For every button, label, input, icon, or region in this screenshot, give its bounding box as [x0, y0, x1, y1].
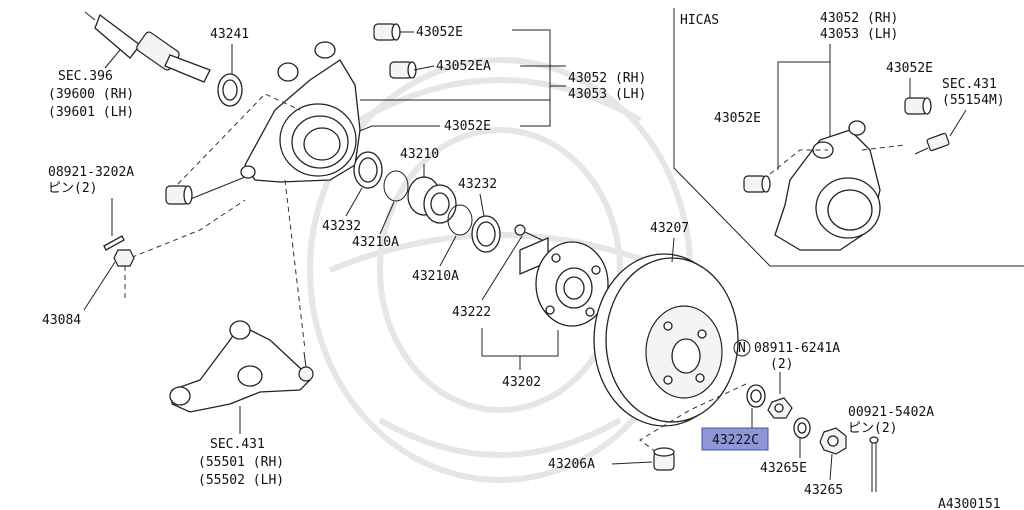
part-43206A-plug: [653, 447, 675, 471]
label-pin-00921-5402A[interactable]: 00921-5402A: [848, 405, 934, 420]
diagram-id: A4300151: [938, 497, 1001, 510]
leader-43265: [829, 453, 833, 481]
label-sec396-lh[interactable]: (39601 (LH): [48, 105, 134, 120]
label-43222[interactable]: 43222: [452, 305, 491, 320]
leader-43210A-right: [439, 235, 457, 267]
label-pin-a-qty[interactable]: ピン(2): [48, 181, 97, 196]
circle-n-ring: [733, 339, 751, 357]
label-sec431-lh[interactable]: (55502 (LH): [198, 473, 284, 488]
leader-43207: [671, 237, 675, 263]
label-43052E-mid[interactable]: 43052E: [444, 119, 491, 134]
part-43210A-snap-ring-right: [447, 204, 473, 236]
part-43052EA-bushing: [389, 61, 417, 79]
part-08911-6241A-nut: [767, 397, 793, 419]
part-43052E-top-bushing: [373, 23, 401, 41]
leader-hicas-sensor: [949, 109, 967, 137]
label-pin-08921-3202A[interactable]: 08921-3202A: [48, 165, 134, 180]
label-sec431-rh[interactable]: (55501 (RH): [198, 455, 284, 470]
leader-43206A: [611, 461, 653, 465]
hicas-frame: [673, 8, 1024, 267]
hicas-label: HICAS: [680, 13, 719, 28]
label-43207[interactable]: 43207: [650, 221, 689, 236]
label-43084[interactable]: 43084: [42, 313, 81, 328]
label-sec396-rh[interactable]: (39600 (RH): [48, 87, 134, 102]
label-hicas-43052E-left[interactable]: 43052E: [714, 111, 761, 126]
part-43210-bearing: [407, 176, 457, 224]
part-43084-nut: [113, 249, 135, 267]
part-43222C-spacer: [746, 384, 766, 408]
label-sec431[interactable]: SEC.431: [210, 437, 265, 452]
label-43210A-right[interactable]: 43210A: [412, 269, 459, 284]
part-43052E-lower-bushing: [165, 185, 193, 205]
part-cotter-pin-a: [103, 235, 125, 251]
part-43241-seal: [217, 73, 243, 107]
label-nut-qty[interactable]: (2): [770, 357, 793, 372]
hicas-dash-2: [861, 144, 906, 151]
label-hicas-sec431[interactable]: SEC.431: [942, 77, 997, 92]
hicas-bushing-right: [904, 97, 932, 115]
part-43207-disc-rotor: [593, 253, 739, 427]
leader-43232-right: [479, 193, 485, 217]
circle-n-letter: N: [738, 341, 746, 356]
leader-43052EA: [413, 65, 435, 71]
leader-43222: [481, 235, 523, 301]
label-43222C[interactable]: 43222C: [712, 433, 759, 448]
label-43265[interactable]: 43265: [804, 483, 843, 498]
leader-43084: [83, 261, 116, 311]
label-hicas-43052-rh[interactable]: 43052 (RH): [820, 11, 898, 26]
label-hicas-43052E-right[interactable]: 43052E: [886, 61, 933, 76]
label-43210A-left[interactable]: 43210A: [352, 235, 399, 250]
label-43241[interactable]: 43241: [210, 27, 249, 42]
label-43210[interactable]: 43210: [400, 147, 439, 162]
label-43052-rh[interactable]: 43052 (RH): [568, 71, 646, 86]
part-43210A-snap-ring-left: [383, 170, 409, 202]
leader-43232-left: [345, 187, 363, 217]
highlight-43222C[interactable]: [701, 427, 769, 451]
hicas-dash-1: [769, 149, 828, 175]
label-08911-6241A[interactable]: 08911-6241A: [754, 341, 840, 356]
part-43265-castle-nut: [819, 427, 847, 455]
label-43202[interactable]: 43202: [502, 375, 541, 390]
part-43265E-washer: [793, 417, 811, 439]
label-43206A[interactable]: 43206A: [548, 457, 595, 472]
label-pin-b-qty[interactable]: ピン(2): [848, 421, 897, 436]
part-cotter-pin-b: [869, 436, 879, 492]
bracket-43052: [512, 29, 551, 127]
label-43053-lh[interactable]: 43053 (LH): [568, 87, 646, 102]
leader-43210A-left: [379, 201, 395, 235]
label-43052E-top[interactable]: 43052E: [416, 25, 463, 40]
leader-hicas-43052: [777, 44, 831, 170]
part-rear-knuckle: [240, 41, 361, 183]
part-43222-hub-bolt: [514, 224, 543, 241]
part-43232-seal-right: [471, 215, 501, 253]
label-sec396[interactable]: SEC.396: [58, 69, 113, 84]
leader-sec396: [104, 49, 121, 69]
dash-pin-knuckle: [124, 199, 246, 298]
label-43232-right[interactable]: 43232: [458, 177, 497, 192]
label-43052EA[interactable]: 43052EA: [436, 59, 491, 74]
label-43232-left[interactable]: 43232: [322, 219, 361, 234]
dash-hardware: [639, 383, 747, 456]
hicas-inset: HICAS 43052 (RH) 43053 (LH) 43052E SEC.4…: [673, 8, 1024, 267]
label-hicas-43053-lh[interactable]: 43053 (LH): [820, 27, 898, 42]
label-43265E[interactable]: 43265E: [760, 461, 807, 476]
part-lower-arm: [169, 320, 314, 413]
part-43202-hub: [519, 237, 609, 327]
hicas-bushing-left: [743, 175, 771, 193]
hicas-speed-sensor: [914, 132, 950, 155]
hicas-knuckle: [774, 120, 881, 251]
drive-shaft: [84, 11, 211, 83]
part-43232-seal-left: [353, 151, 383, 189]
bracket-43202: [481, 328, 559, 357]
label-hicas-55154m[interactable]: (55154M): [942, 93, 1005, 108]
circle-n-marker[interactable]: N: [738, 341, 746, 356]
dash-knuckle-arm: [284, 179, 306, 351]
